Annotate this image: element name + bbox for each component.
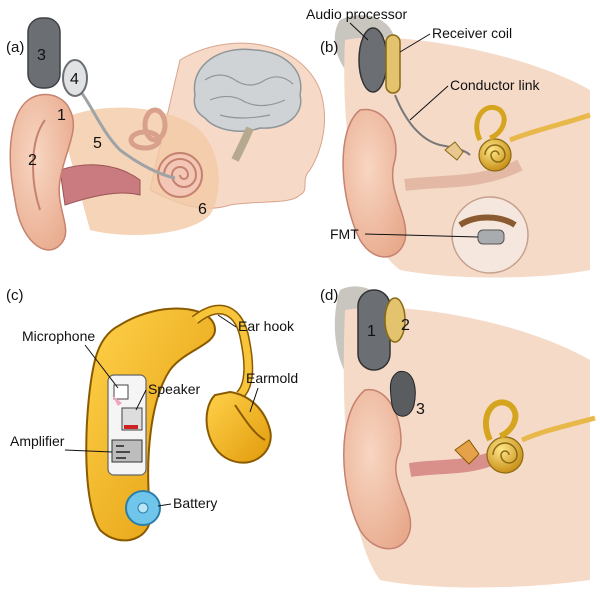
earmold xyxy=(205,390,272,464)
panel-label-d: (d) xyxy=(320,287,338,304)
cochlea-b xyxy=(474,104,591,172)
panel-label-a: (a) xyxy=(6,39,24,56)
speaker-component xyxy=(121,407,143,431)
outer-ear-d xyxy=(343,389,412,550)
label-audio-processor: Audio processor xyxy=(306,6,408,22)
panel-a-number-6: 6 xyxy=(198,201,207,218)
head-side xyxy=(344,37,590,278)
panel-d: (d) 1 2 3 xyxy=(320,286,596,588)
label-conductor-link: Conductor link xyxy=(450,77,540,93)
head-interior xyxy=(60,107,219,235)
ossicles-b xyxy=(444,141,464,161)
panel-a-number-2: 2 xyxy=(28,152,37,169)
outer-ear-b xyxy=(342,108,407,258)
panel-a-number-4: 4 xyxy=(70,71,79,88)
panel-label-b: (b) xyxy=(320,39,338,56)
ossicle-magnified xyxy=(458,214,517,228)
brain-folds xyxy=(204,74,294,119)
fmt-device xyxy=(477,229,505,245)
panel-d-number-3: 3 xyxy=(416,401,425,418)
coil-d xyxy=(384,297,406,343)
implant-d xyxy=(389,370,416,417)
brain xyxy=(193,48,302,132)
panel-d-number-2: 2 xyxy=(401,317,410,334)
panel-a-number-3: 3 xyxy=(37,47,46,64)
brain-stem xyxy=(231,126,254,162)
cochlea xyxy=(157,152,203,198)
label-receiver-coil: Receiver coil xyxy=(432,25,512,41)
outer-ear xyxy=(9,93,75,251)
label-microphone: Microphone xyxy=(22,328,95,344)
ossicles-d xyxy=(454,439,480,465)
transmitter-coil xyxy=(62,59,88,97)
speaker-red-part xyxy=(124,425,138,429)
microphone-component xyxy=(113,384,129,400)
microphone-cone xyxy=(112,395,122,406)
label-fmt: FMT xyxy=(330,226,359,242)
panel-a-number-1: 1 xyxy=(57,107,66,124)
panel-label-c: (c) xyxy=(6,287,24,304)
receiver-coil xyxy=(385,34,401,94)
panel-c: (c) Microphone Ear hook Speaker Earmold … xyxy=(6,287,298,542)
electrode-lead xyxy=(73,83,176,180)
panel-a: (a) 1 2 3 4 5 6 xyxy=(6,17,326,251)
external-processor xyxy=(27,17,61,89)
label-speaker: Speaker xyxy=(148,381,200,397)
panel-d-number-1: 1 xyxy=(367,323,376,340)
label-ear-hook: Ear hook xyxy=(238,318,295,334)
label-amplifier: Amplifier xyxy=(10,433,65,449)
panel-b: (b) Audio processor Receiver coil Conduc… xyxy=(306,6,591,278)
panel-a-number-5: 5 xyxy=(93,135,102,152)
audio-processor xyxy=(358,27,388,93)
label-earmold: Earmold xyxy=(246,370,298,386)
semicircular-canals xyxy=(128,107,168,151)
ear-canal xyxy=(59,164,141,206)
conductor-link-wire xyxy=(394,94,471,156)
cochlea-d xyxy=(482,399,596,474)
label-battery: Battery xyxy=(173,495,217,511)
canal-b xyxy=(404,159,523,191)
